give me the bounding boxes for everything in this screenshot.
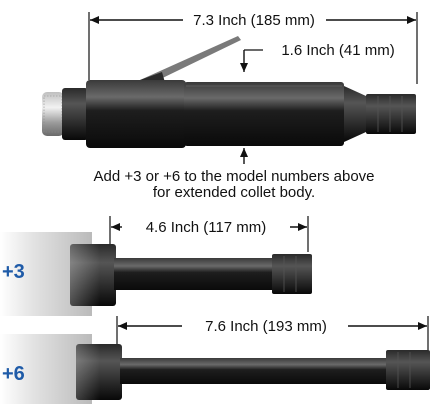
main-grinder-image: [42, 36, 416, 148]
plus3-tool-image: [0, 228, 312, 320]
collet-length-label: 1.6 Inch (41 mm): [281, 42, 394, 59]
overall-length-dimension: 7.3 Inch (185 mm): [88, 12, 418, 84]
caption-line-2: for extended collet body.: [153, 184, 315, 201]
plus6-extension-dimension: 7.6 Inch (193 mm): [116, 316, 429, 350]
caption-line-1: Add +3 or +6 to the model numbers above: [93, 168, 374, 185]
plus6-tool-image: [0, 330, 430, 404]
plus6-extension-label: 7.6 Inch (193 mm): [205, 318, 327, 335]
plus3-extension-dimension: 4.6 Inch (117 mm): [109, 216, 309, 252]
variant-plus6: 7.6 Inch (193 mm) +6: [0, 316, 430, 404]
plus6-label: +6: [2, 363, 25, 385]
collet-length-dimension: 1.6 Inch (41 mm): [240, 42, 395, 72]
plus3-extension-label: 4.6 Inch (117 mm): [146, 219, 267, 236]
plus3-label: +3: [2, 261, 25, 283]
variant-plus3: 4.6 Inch (117 mm) +3: [0, 216, 312, 320]
overall-length-label: 7.3 Inch (185 mm): [193, 12, 315, 29]
